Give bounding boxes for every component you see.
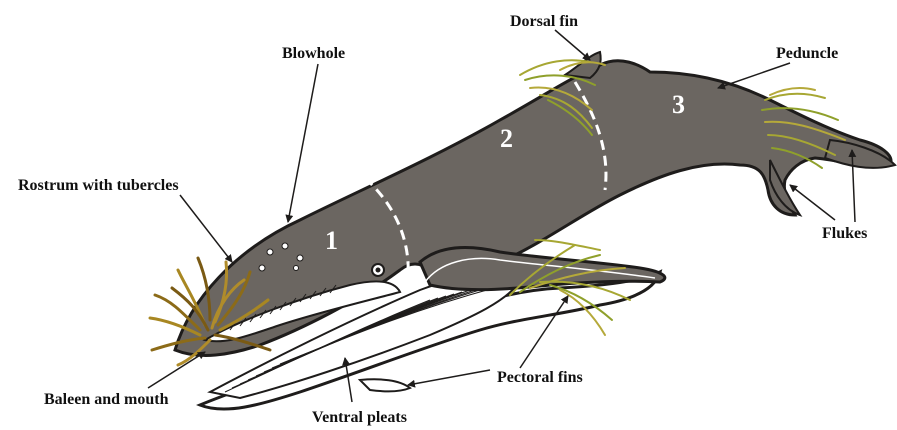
label-baleen: Baleen and mouth xyxy=(44,392,168,408)
label-flukes: Flukes xyxy=(822,226,867,242)
label-peduncle: Peduncle xyxy=(776,46,838,62)
label-pectoral-fins: Pectoral fins xyxy=(497,370,583,386)
section-number-1: 1 xyxy=(325,228,338,254)
pectoral-fin-lower xyxy=(360,379,410,391)
label-ventral-pleats: Ventral pleats xyxy=(312,410,407,426)
label-dorsal-fin: Dorsal fin xyxy=(510,14,578,30)
label-rostrum: Rostrum with tubercles xyxy=(18,178,179,194)
section-number-2: 2 xyxy=(500,126,513,152)
section-number-3: 3 xyxy=(672,92,685,118)
label-blowhole: Blowhole xyxy=(282,46,345,62)
